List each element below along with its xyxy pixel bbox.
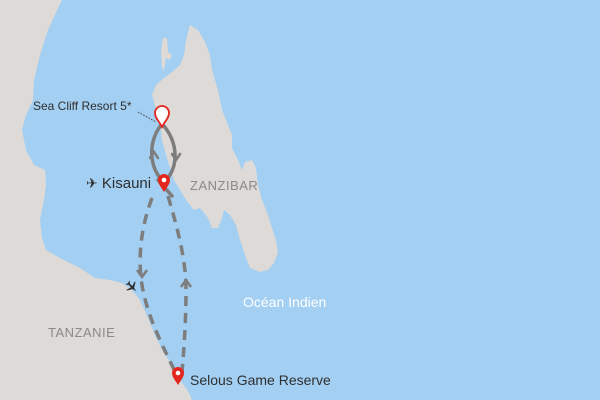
islet-north (161, 38, 172, 70)
label-ocean: Océan Indien (243, 294, 327, 310)
route-arrows (135, 269, 193, 288)
label-sea-cliff[interactable]: Sea Cliff Resort 5* (33, 99, 132, 113)
label-selous[interactable]: Selous Game Reserve (190, 372, 331, 388)
label-zanzibar: ZANZIBAR (190, 178, 259, 193)
route-dashed (138, 195, 188, 379)
island-zanzibar (152, 25, 278, 272)
pin-sea-cliff[interactable] (154, 105, 170, 130)
label-kisauni-group[interactable]: ✈ Kisauni (86, 175, 151, 192)
pin-selous[interactable] (172, 367, 184, 385)
leader-line (137, 111, 157, 123)
label-tanzanie: TANZANIE (48, 325, 116, 340)
airplane-icon: ✈ (86, 175, 98, 191)
pin-kisauni[interactable] (158, 174, 170, 192)
airplane-icon (125, 280, 137, 292)
label-kisauni: Kisauni (101, 175, 152, 192)
mainland-tanzania (0, 0, 192, 400)
